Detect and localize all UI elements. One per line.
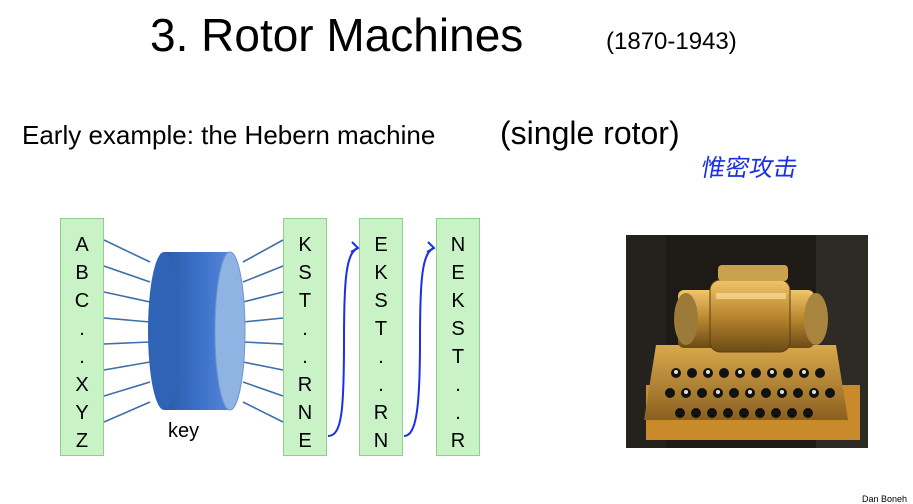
- hebern-machine-photo: [626, 235, 868, 448]
- key-label: key: [168, 420, 200, 442]
- output-wires: [242, 239, 284, 423]
- letter: S: [451, 318, 465, 340]
- letter: .: [378, 346, 384, 368]
- letter: T: [374, 318, 388, 340]
- author-credit: Dan Boneh: [862, 494, 908, 504]
- letter: .: [302, 346, 308, 368]
- letter: K: [374, 262, 388, 284]
- rotor-output-column-3: N E K S T . . R: [436, 218, 480, 456]
- letter: T: [298, 290, 312, 312]
- machine-illustration: [626, 235, 868, 448]
- letter: E: [451, 262, 465, 284]
- rotor-output-column-1: K S T . . R N E: [283, 218, 327, 456]
- letter: .: [79, 318, 85, 340]
- letter: N: [297, 402, 313, 424]
- slide-title: 3. Rotor Machines: [150, 9, 524, 61]
- subtitle-text: Early example: the Hebern machine: [22, 120, 436, 150]
- letter: E: [298, 430, 312, 452]
- letter: T: [451, 346, 465, 368]
- letter: S: [374, 290, 388, 312]
- letter: C: [74, 290, 90, 312]
- letter: Z: [75, 430, 89, 452]
- letter: K: [298, 234, 312, 256]
- letter: A: [75, 234, 89, 256]
- letter: .: [79, 346, 85, 368]
- slide-years: (1870-1943): [606, 28, 737, 55]
- subtitle-emphasis: (single rotor): [500, 115, 680, 151]
- letter: X: [75, 374, 89, 396]
- letter: .: [455, 374, 461, 396]
- letter: B: [75, 262, 89, 284]
- letter: N: [450, 234, 466, 256]
- letter: K: [451, 290, 465, 312]
- shift-arrows: [327, 241, 436, 437]
- letter: .: [302, 318, 308, 340]
- letter: R: [373, 402, 389, 424]
- letter: N: [373, 430, 389, 452]
- input-wires: [103, 239, 151, 423]
- letter: E: [374, 234, 388, 256]
- letter: R: [450, 430, 466, 452]
- rotor-cylinder: [148, 251, 246, 411]
- letter: .: [378, 374, 384, 396]
- letter: S: [298, 262, 312, 284]
- letter: .: [455, 402, 461, 424]
- rotor-output-column-2: E K S T . . R N: [359, 218, 403, 456]
- plaintext-column: A B C . . X Y Z: [60, 218, 104, 456]
- letter: Y: [75, 402, 89, 424]
- letter: R: [297, 374, 313, 396]
